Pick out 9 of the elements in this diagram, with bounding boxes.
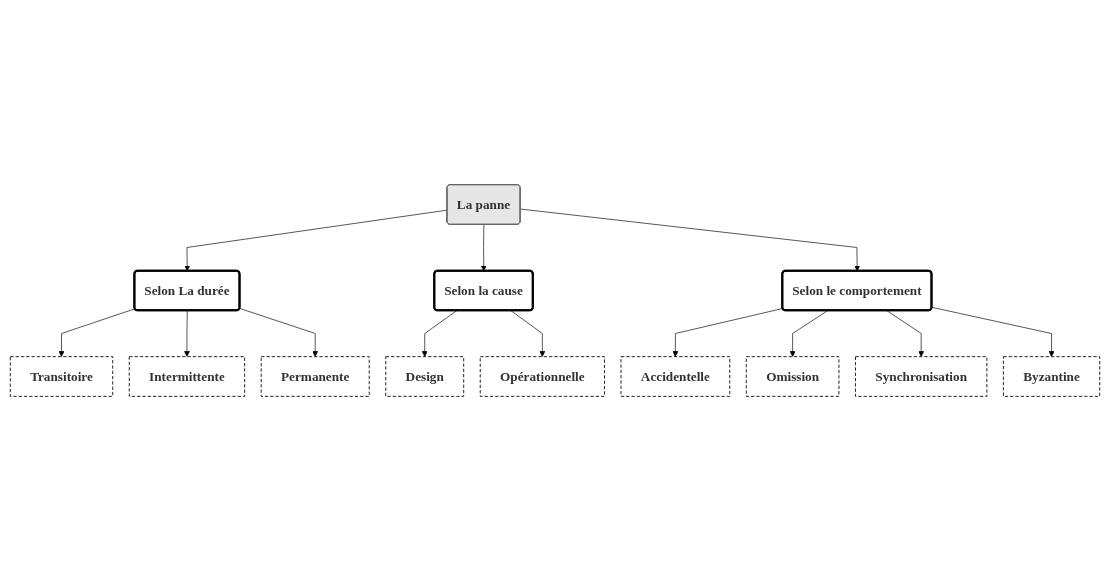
node-box: Permanente	[260, 356, 370, 397]
node-box: Synchronisation	[855, 356, 988, 397]
node-box: Accidentelle	[620, 356, 731, 397]
node-box: Opérationnelle	[479, 356, 605, 397]
node-box: Omission	[745, 356, 840, 397]
node-box: Intermittente	[128, 356, 246, 397]
node-box: Byzantine	[1002, 356, 1101, 397]
node-box: Design	[385, 356, 465, 397]
node-box: Transitoire	[9, 356, 114, 397]
